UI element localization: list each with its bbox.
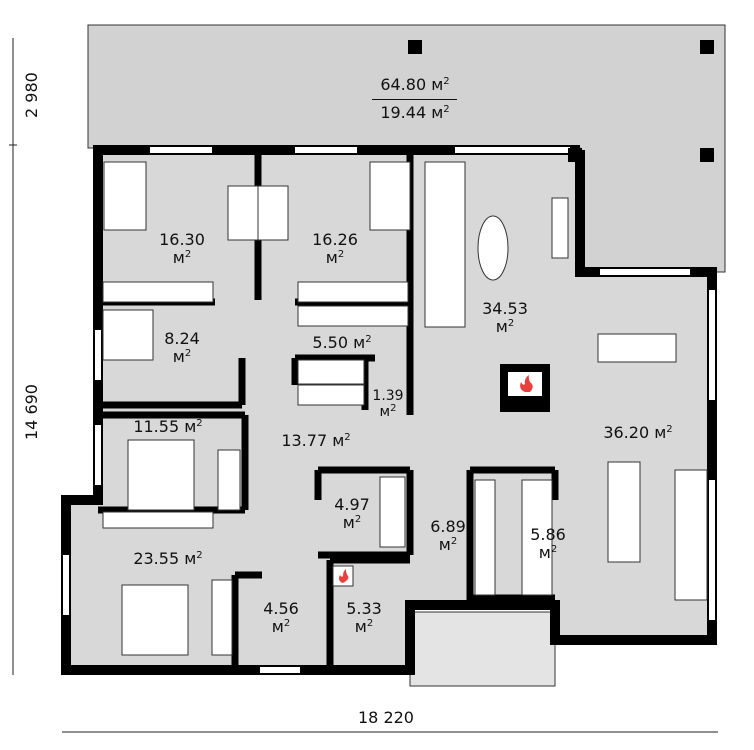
- porch: [409, 611, 556, 687]
- unit: м: [438, 535, 451, 554]
- unit-sup: 2: [184, 249, 192, 260]
- unit: м: [538, 543, 551, 562]
- room-label-hall: 13.77 м2: [281, 432, 350, 450]
- unit-sup: 2: [344, 432, 351, 443]
- unit: м: [342, 513, 355, 532]
- room-area: 16.30: [159, 230, 205, 249]
- unit: м: [431, 103, 444, 122]
- dimension-terrace-depth: 2 980: [22, 72, 41, 118]
- unit-sup: 2: [354, 514, 362, 525]
- unit-sup: 2: [507, 318, 515, 329]
- unit: м: [654, 423, 667, 442]
- room-label-master-bedroom: 23.55 м2: [133, 550, 202, 568]
- room-area: 34.53: [482, 299, 528, 318]
- unit: м: [184, 417, 197, 436]
- unit: м: [353, 333, 366, 352]
- unit: м: [495, 317, 508, 336]
- unit-sup: 2: [196, 550, 203, 561]
- outer-walls: [61, 145, 717, 675]
- room-area: 23.55: [133, 549, 180, 568]
- unit: м: [325, 248, 338, 267]
- room-area: 11.55: [133, 417, 180, 436]
- room-area: 5.86: [530, 525, 566, 544]
- room-area: 4.56: [263, 599, 299, 618]
- unit: м: [184, 549, 197, 568]
- unit-sup: 2: [443, 76, 450, 87]
- dimension-house-width: 18 220: [358, 708, 414, 727]
- dimension-house-depth: 14 690: [22, 384, 41, 440]
- room-area: 13.77: [281, 431, 328, 450]
- room-area: 6.89: [430, 517, 466, 536]
- terrace-label-2: 19.44 м2: [380, 104, 449, 122]
- room-area: 36.20: [603, 423, 650, 442]
- room-label-kitchen-dining: 36.20 м2: [603, 424, 672, 442]
- terrace-area-value: 64.80: [380, 75, 427, 94]
- unit-sup: 2: [365, 334, 372, 345]
- unit: м: [431, 75, 444, 94]
- room-area: 1.39: [372, 388, 404, 404]
- furniture: [102, 161, 708, 656]
- terrace-divider: [372, 99, 457, 100]
- unit-sup: 2: [184, 348, 192, 359]
- room-area: 5.33: [346, 599, 382, 618]
- unit-sup: 2: [443, 104, 450, 115]
- unit-sup: 2: [196, 418, 203, 429]
- unit: м: [354, 617, 367, 636]
- fire-icon: [520, 375, 533, 392]
- room-area: 16.26: [312, 230, 358, 249]
- room-area: 5.50: [312, 333, 349, 352]
- unit-sup: 2: [366, 618, 374, 629]
- room-area: 4.97: [334, 495, 370, 514]
- pillars: [408, 40, 714, 162]
- unit-sup: 2: [550, 544, 558, 555]
- unit-sup: 2: [450, 536, 458, 547]
- unit: м: [172, 248, 185, 267]
- unit-sup: 2: [666, 424, 673, 435]
- unit-sup: 2: [390, 403, 397, 414]
- unit-sup: 2: [283, 618, 291, 629]
- dimension-lines: [9, 38, 718, 733]
- terrace-area2-value: 19.44: [380, 103, 427, 122]
- unit: м: [271, 617, 284, 636]
- room-area: 8.24: [164, 329, 200, 348]
- unit: м: [172, 347, 185, 366]
- unit: м: [332, 431, 345, 450]
- fire-icon: [339, 569, 349, 583]
- room-label-bedroom-3: 11.55 м2: [133, 418, 202, 436]
- room-label-wardrobe-hall: 5.50 м2: [312, 334, 371, 352]
- unit: м: [379, 404, 391, 420]
- terrace-label: 64.80 м2: [380, 76, 449, 94]
- unit-sup: 2: [337, 249, 345, 260]
- windows: [63, 147, 715, 673]
